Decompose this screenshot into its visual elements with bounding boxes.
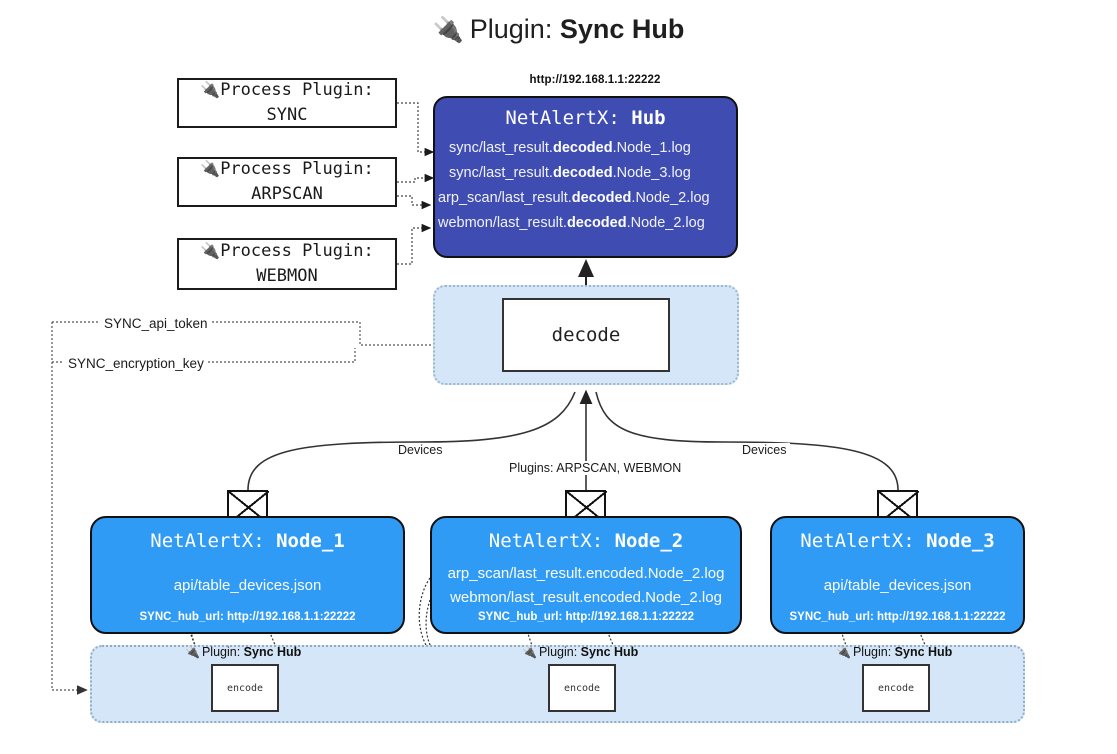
label-sync-api-token: SYNC_api_token [100, 316, 212, 331]
node-hub-url: SYNC_hub_url: http://192.168.1.1:22222 [477, 611, 695, 623]
label-plugins-arpscan-webmon: Plugins: ARPSCAN, WEBMON [505, 461, 686, 475]
process-plugin-sync[interactable]: 🔌Process Plugin: SYNC [177, 78, 397, 128]
process-plugin-arpscan[interactable]: 🔌Process Plugin: ARPSCAN [177, 157, 397, 207]
node-title: NetAlertX: Node_3 [800, 530, 995, 552]
page-title: 🔌Plugin: Sync Hub [0, 14, 1117, 45]
node-resource-line: api/table_devices.json [173, 577, 322, 594]
process-plugin-sync-name: SYNC [266, 105, 308, 125]
label-sync-encryption-key: SYNC_encryption_key [64, 356, 208, 371]
plug-icon: 🔌 [522, 645, 537, 659]
encode-box-node-3[interactable]: encode [862, 664, 930, 712]
plug-icon: 🔌 [432, 16, 464, 44]
process-plugin-arpscan-label: Process Plugin: [220, 159, 374, 180]
node-resource-line: webmon/last_result.encoded.Node_2.log [450, 589, 722, 607]
decode-box[interactable]: decode [502, 298, 670, 372]
node-card-node-3[interactable]: NetAlertX: Node_3 api/table_devices.json… [770, 516, 1025, 634]
node-card-node-1[interactable]: NetAlertX: Node_1 api/table_devices.json… [90, 516, 405, 634]
hub-url-label: http://192.168.1.1:22222 [529, 74, 661, 86]
node-resource-line: arp_scan/last_result.encoded.Node_2.log [447, 565, 725, 582]
page-title-prefix: Plugin: [469, 14, 560, 44]
plug-icon: 🔌 [836, 645, 851, 659]
encode-box-node-2[interactable]: encode [548, 664, 616, 712]
plug-icon: 🔌 [185, 645, 200, 659]
hub-title-prefix: NetAlertX: [505, 107, 632, 129]
node-title: NetAlertX: Node_1 [150, 530, 345, 552]
label-devices-right: Devices [738, 443, 791, 457]
plug-icon: 🔌 [200, 80, 221, 100]
hub-box[interactable]: NetAlertX: Hub sync/last_result.decoded.… [433, 96, 738, 258]
encode-box-node-1[interactable]: encode [211, 664, 279, 712]
process-plugin-arpscan-name: ARPSCAN [251, 184, 323, 204]
plugin-label-sync-hub: 🔌Plugin: Sync Hub [836, 645, 953, 659]
hub-log-line: sync/last_result.decoded.Node_1.log [449, 140, 691, 156]
process-plugin-sync-label: Process Plugin: [220, 80, 374, 101]
plug-icon: 🔌 [200, 159, 221, 179]
page-title-name: Sync Hub [559, 14, 685, 44]
node-card-node-2[interactable]: NetAlertX: Node_2 arp_scan/last_result.e… [430, 516, 742, 634]
hub-log-line: sync/last_result.decoded.Node_3.log [449, 164, 691, 181]
process-plugin-webmon-name: WEBMON [256, 266, 318, 286]
plugin-label-sync-hub: 🔌Plugin: Sync Hub [185, 645, 302, 659]
process-plugin-webmon-label: Process Plugin: [220, 241, 374, 262]
hub-title: NetAlertX: Hub [435, 107, 736, 129]
process-plugin-webmon[interactable]: 🔌Process Plugin: WEBMON [177, 238, 397, 290]
node-hub-url: SYNC_hub_url: http://192.168.1.1:22222 [139, 611, 356, 623]
plug-icon: 🔌 [200, 241, 221, 261]
node-resource-line: api/table_devices.json [823, 577, 972, 594]
node-hub-url: SYNC_hub_url: http://192.168.1.1:22222 [789, 611, 1006, 623]
hub-log-line: arp_scan/last_result.decoded.Node_2.log [438, 189, 710, 206]
label-devices-left: Devices [394, 443, 447, 457]
hub-title-name: Hub [631, 107, 666, 129]
plugin-label-sync-hub: 🔌Plugin: Sync Hub [522, 645, 639, 659]
hub-log-line: webmon/last_result.decoded.Node_2.log [438, 214, 705, 231]
node-title: NetAlertX: Node_2 [488, 530, 684, 552]
